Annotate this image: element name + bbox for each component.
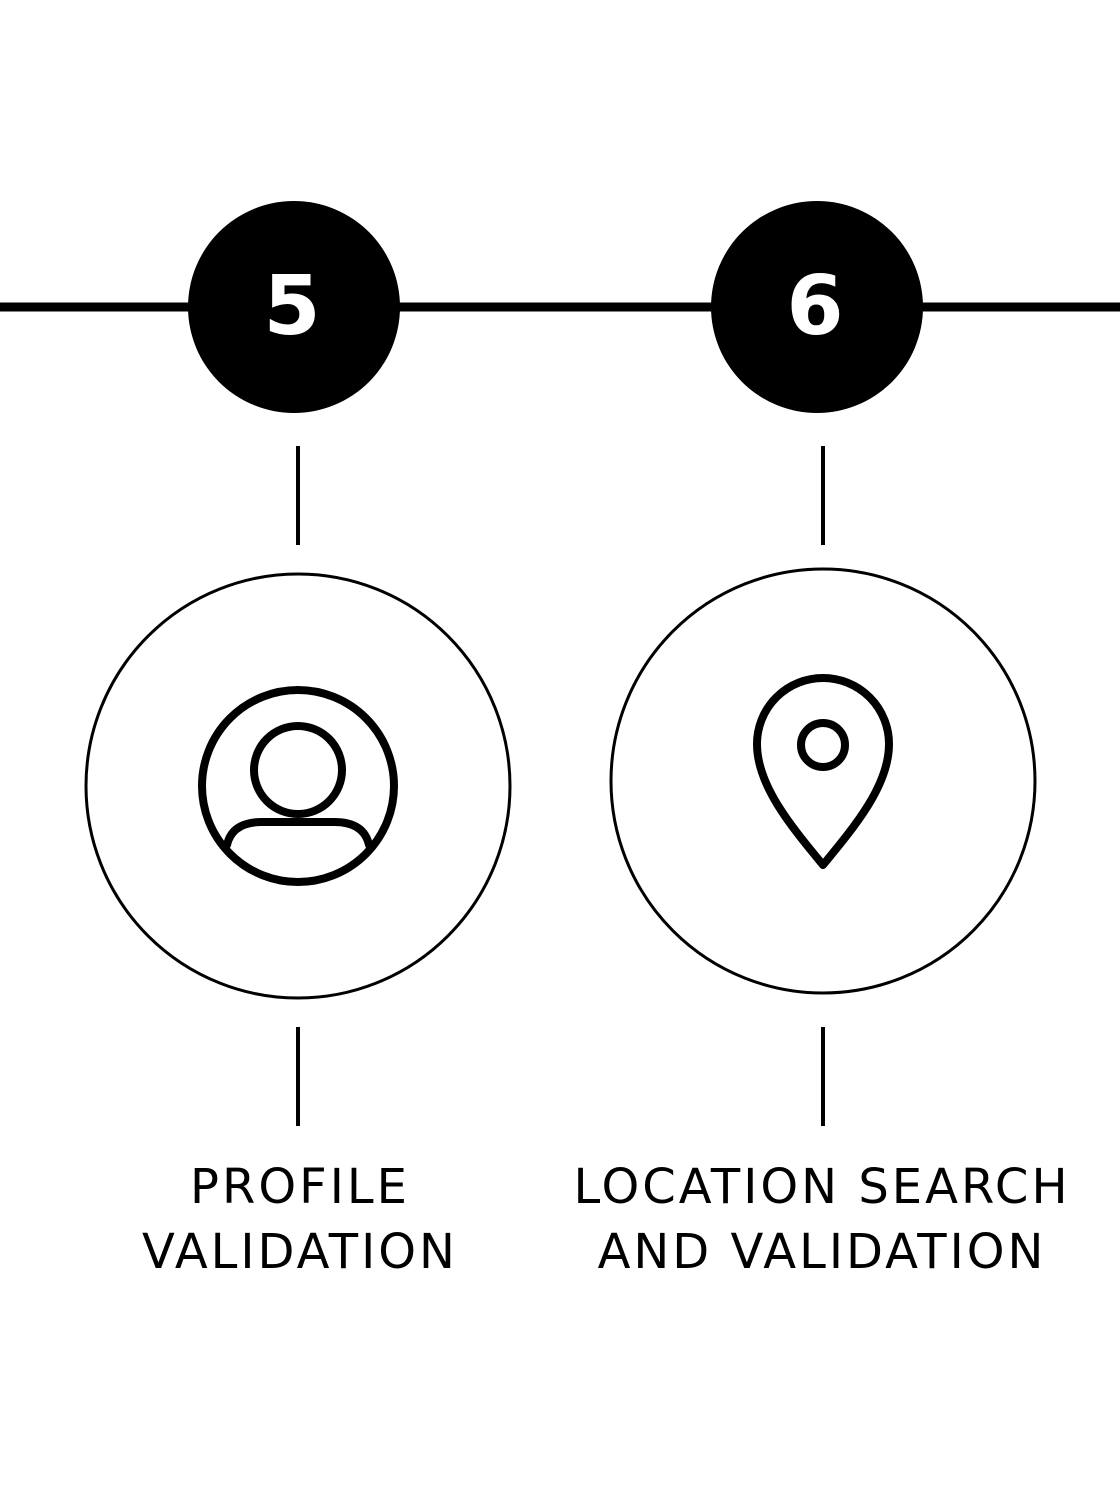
step-5-icon-ring (84, 572, 512, 1000)
step-6: 6 LOCATION SEARCH AND VALIDATION (573, 201, 1070, 1280)
step-6-label-line-1: LOCATION SEARCH (573, 1159, 1070, 1215)
step-5-number: 5 (263, 259, 320, 354)
step-6-marker (711, 201, 923, 413)
location-pin-icon (753, 674, 893, 869)
step-5-label-line-2: VALIDATION (142, 1224, 458, 1280)
step-5-label-line-1: PROFILE (190, 1159, 410, 1215)
step-6-label-line-2: AND VALIDATION (598, 1224, 1047, 1280)
user-profile-icon (198, 686, 398, 886)
step-6-number: 6 (786, 259, 843, 354)
step-6-icon-ring (609, 567, 1037, 995)
step-5: 5 PROFILE VALIDATION (84, 201, 512, 1280)
step-5-marker (188, 201, 400, 413)
